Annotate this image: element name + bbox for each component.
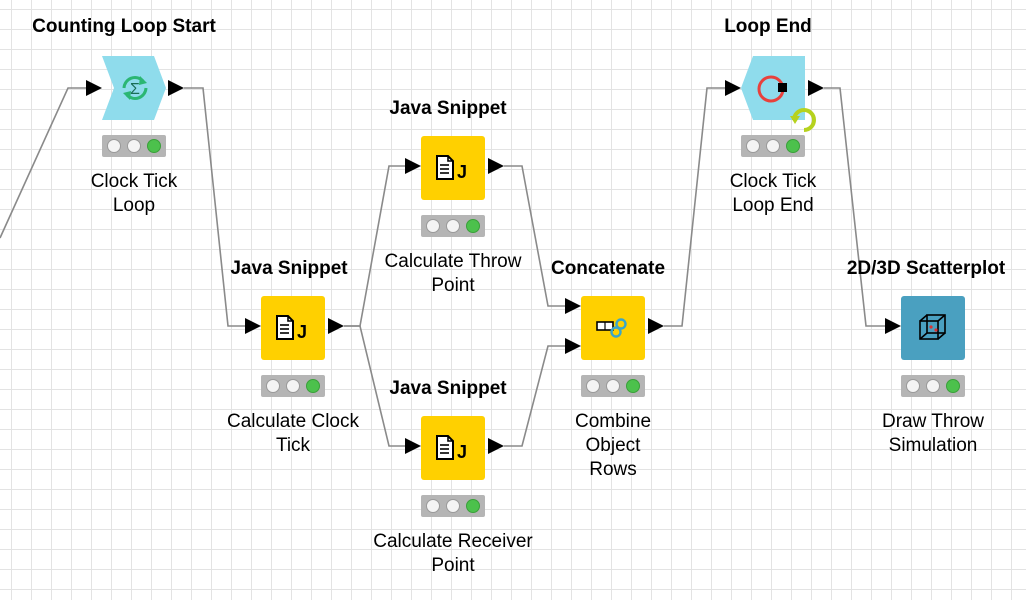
wire-loop-start-to-clock-snippet[interactable] (184, 87, 245, 327)
input-port[interactable] (245, 318, 261, 334)
status-dot-executed (466, 219, 480, 233)
input-port[interactable] (86, 80, 102, 96)
java-snippet-icon: J (436, 435, 467, 462)
node-annotation[interactable]: Calculate Throw Point (384, 251, 522, 296)
status-dot-idle (426, 499, 440, 513)
wire-receiver-snippet-to-concatenate[interactable] (504, 345, 565, 447)
status-dot-idle (107, 139, 121, 153)
status-dot-executed (626, 379, 640, 393)
svg-text:J: J (297, 322, 307, 342)
status-traffic-light (421, 495, 485, 517)
loop-start-node-icon[interactable]: Σ (102, 56, 166, 120)
java-snippet-node-icon[interactable]: J (421, 416, 485, 480)
status-dot-idle (586, 379, 600, 393)
input-port[interactable] (885, 318, 901, 334)
status-dot-idle (446, 219, 460, 233)
status-traffic-light (421, 215, 485, 237)
wire-loop-end-to-scatterplot[interactable] (824, 87, 885, 327)
node-annotation[interactable]: Clock Tick Loop (90, 171, 178, 216)
input-port-1[interactable] (565, 298, 581, 314)
status-dot-idle (906, 379, 920, 393)
status-dot-executed (466, 499, 480, 513)
status-dot-idle (766, 139, 780, 153)
java-snippet-icon: J (436, 155, 467, 182)
node-type-title: Java Snippet (389, 378, 507, 399)
input-port[interactable] (405, 438, 421, 454)
node-type-title: Java Snippet (389, 98, 507, 119)
status-dot-idle (446, 499, 460, 513)
cube-scatterplot-icon (919, 314, 946, 340)
status-dot-idle (266, 379, 280, 393)
java-snippet-node-icon[interactable]: J (261, 296, 325, 360)
svg-text:Σ: Σ (130, 81, 140, 98)
status-dot-executed (306, 379, 320, 393)
status-dot-idle (606, 379, 620, 393)
node-annotation[interactable]: Clock Tick Loop End (729, 171, 817, 216)
concatenate-icon (596, 318, 627, 338)
java-snippet-icon: J (276, 315, 307, 342)
output-port[interactable] (168, 80, 184, 96)
status-dot-idle (127, 139, 141, 153)
output-port[interactable] (488, 158, 504, 174)
wire-concatenate-to-loop-end[interactable] (664, 87, 725, 327)
scatterplot-node-icon[interactable] (901, 296, 965, 360)
node-type-title: 2D/3D Scatterplot (846, 258, 1006, 279)
wire-clock-snippet-to-throw-snippet[interactable] (344, 165, 405, 327)
status-traffic-light (741, 135, 805, 157)
loop-refresh-icon (790, 108, 816, 132)
node-annotation[interactable]: Combine Object Rows (574, 411, 652, 480)
status-traffic-light (581, 375, 645, 397)
loop-start-shape (102, 56, 166, 120)
node-annotation[interactable]: Calculate Clock Tick (227, 411, 359, 456)
output-port[interactable] (328, 318, 344, 334)
status-dot-idle (426, 219, 440, 233)
node-type-title: Loop End (724, 16, 812, 37)
status-dot-executed (786, 139, 800, 153)
wire-clock-snippet-to-receiver-snippet[interactable] (344, 325, 405, 447)
status-dot-idle (746, 139, 760, 153)
sigma-loop-start-icon: Σ (122, 76, 148, 100)
status-dot-idle (286, 379, 300, 393)
input-port-2[interactable] (565, 338, 581, 354)
java-snippet-node-icon[interactable]: J (421, 136, 485, 200)
loop-end-shape (741, 56, 805, 120)
status-dot-executed (147, 139, 161, 153)
loop-end-icon (757, 75, 787, 103)
node-type-title: Java Snippet (230, 258, 348, 279)
output-port[interactable] (648, 318, 664, 334)
wire-incoming-to-loop-start[interactable] (0, 87, 86, 239)
output-port[interactable] (808, 80, 824, 96)
node-type-title: Counting Loop Start (32, 16, 216, 37)
status-dot-idle (926, 379, 940, 393)
node-annotation[interactable]: Calculate Receiver Point (373, 531, 533, 576)
status-traffic-light (901, 375, 965, 397)
status-traffic-light (261, 375, 325, 397)
status-dot-executed (946, 379, 960, 393)
status-traffic-light (102, 135, 166, 157)
input-port[interactable] (725, 80, 741, 96)
svg-text:J: J (457, 162, 467, 182)
input-port[interactable] (405, 158, 421, 174)
node-annotation[interactable]: Draw Throw Simulation (881, 411, 985, 456)
loop-end-node-icon[interactable] (741, 56, 805, 120)
node-type-title: Concatenate (550, 258, 666, 279)
concatenate-node-icon[interactable] (581, 296, 645, 360)
output-port[interactable] (488, 438, 504, 454)
svg-text:J: J (457, 442, 467, 462)
wire-throw-snippet-to-concatenate[interactable] (504, 165, 565, 307)
